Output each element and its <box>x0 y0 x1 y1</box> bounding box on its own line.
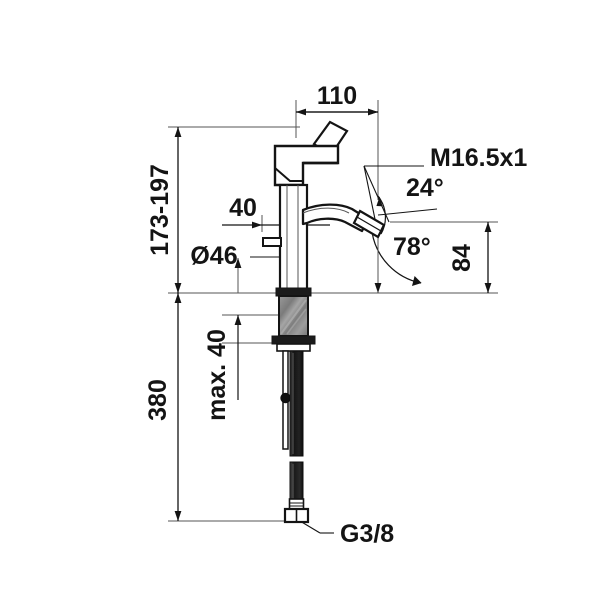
label-supply-thread: G3/8 <box>340 520 394 548</box>
label-spout-reach: 110 <box>317 82 357 110</box>
dimension-height-range: 173-197 <box>146 127 182 293</box>
label-height-range: 173-197 <box>146 164 174 256</box>
supply-tube-upper <box>289 350 304 457</box>
popup-waste-rod <box>280 350 291 450</box>
supply-connector-nut <box>283 507 310 524</box>
label-base-diameter: Ø46 <box>190 242 237 270</box>
dimension-total-length: 380 <box>144 293 182 521</box>
faucet-side-stub <box>262 237 282 247</box>
faucet-drawing-body <box>262 120 386 524</box>
angle-upper-group: 24° <box>376 174 444 235</box>
label-body-offset: 40 <box>229 194 257 222</box>
faucet-mounting-shank <box>278 295 309 337</box>
label-max-thickness: max. 40 <box>203 329 231 421</box>
faucet-fixing-nut <box>271 335 316 352</box>
callout-spout-thread: M16.5x1 <box>363 144 527 225</box>
dimension-spout-height: 84 <box>448 222 492 293</box>
hose-ferrule <box>288 498 305 510</box>
faucet-spout <box>301 203 370 233</box>
label-spout-thread: M16.5x1 <box>430 144 527 172</box>
faucet-aerator <box>352 209 386 239</box>
faucet-column <box>278 183 309 293</box>
angle-lower-group: 78° <box>368 222 431 293</box>
label-total-length: 380 <box>144 379 172 421</box>
faucet-head <box>273 144 340 187</box>
dimension-spout-reach: 110 <box>296 82 378 116</box>
label-spout-height: 84 <box>448 244 476 272</box>
label-angle-lower: 78° <box>393 233 431 261</box>
faucet-base-ring <box>275 287 312 297</box>
label-angle-upper: 24° <box>406 174 444 202</box>
callout-supply-thread: G3/8 <box>299 520 394 548</box>
dimension-max-thickness: max. 40 <box>203 315 242 421</box>
